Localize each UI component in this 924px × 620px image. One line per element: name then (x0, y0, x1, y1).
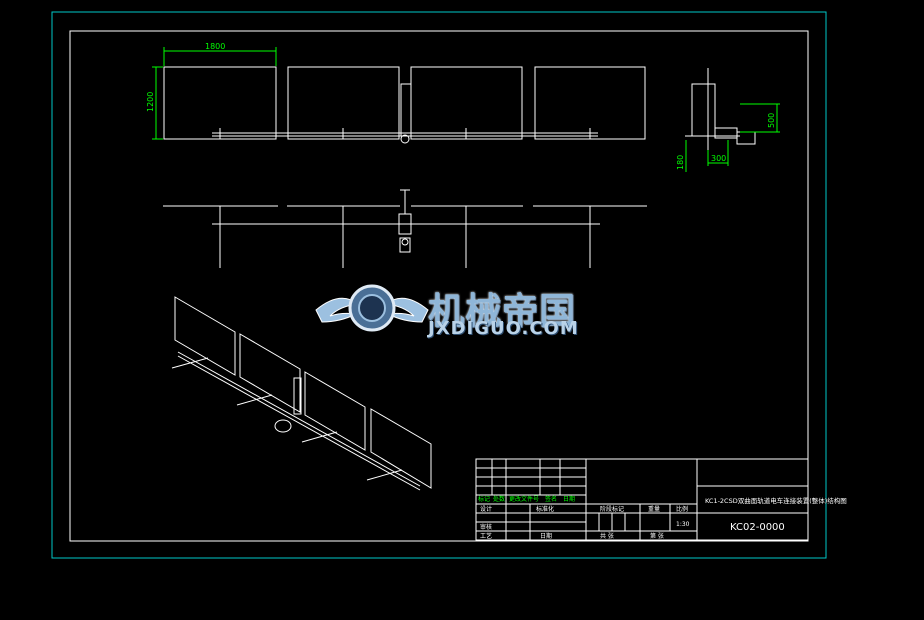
watermark-cn-text: 机械帝国 (428, 291, 577, 332)
side-dimensions (685, 103, 780, 172)
dim-panel-height: 1200 (146, 92, 155, 112)
tb-process-label: 工艺 (480, 532, 492, 540)
side-view (685, 68, 756, 150)
tb-standardize-label: 标准化 (536, 505, 554, 513)
tb-sign-label: 签名 (545, 495, 557, 503)
outer-frame (51, 11, 827, 559)
tb-stage-label: 阶段标记 (600, 505, 624, 513)
tb-drawing-number: KC02-0000 (730, 522, 785, 533)
tb-mark-label: 标记 (478, 495, 490, 503)
tb-count-label: 处数 (493, 495, 505, 503)
inner-frame (69, 30, 809, 542)
tb-design-label: 设计 (480, 505, 492, 513)
tb-review-label: 审核 (480, 523, 492, 531)
tb-date-label: 日期 (563, 495, 575, 503)
tb-drawing-title: KC1-2CSD双曲面轨道电车连接装置(整体)结构图 (705, 496, 847, 505)
dim-panel-width: 1800 (205, 42, 225, 51)
tb-scale-label: 比例 (676, 505, 688, 513)
tb-weight-label: 重量 (648, 505, 660, 513)
tb-approve-label: 日期 (540, 532, 552, 540)
front-view (163, 66, 646, 144)
watermark-en-text: JXDIGUO.COM (428, 318, 579, 339)
dim-side-height: 500 (767, 113, 776, 128)
watermark-emblem (315, 284, 429, 332)
isometric-view (171, 296, 432, 491)
tb-scale-value: 1:30 (676, 521, 690, 528)
title-block (475, 458, 809, 541)
front-dimensions (152, 47, 277, 140)
tb-sheet-total: 共 张 (600, 532, 614, 540)
top-view (163, 189, 647, 268)
tb-change-label: 更改文件号 (509, 495, 539, 503)
dim-side-width: 300 (711, 154, 726, 163)
dim-side-base: 180 (676, 155, 685, 170)
tb-sheet: 第 张 (650, 532, 664, 540)
